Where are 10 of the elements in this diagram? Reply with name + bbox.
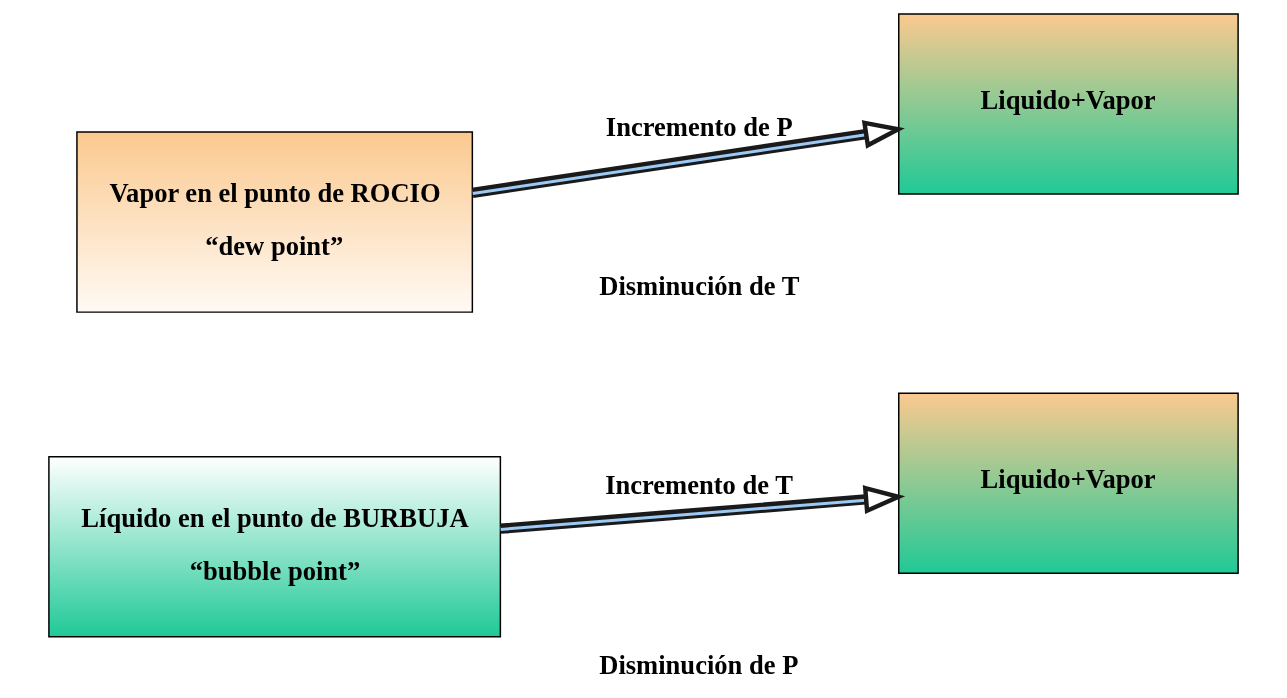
label: Disminución de T [599, 271, 800, 301]
arrow [471, 120, 905, 198]
node-box: Vapor en el punto de ROCIO “dew point” [76, 131, 474, 313]
node-box: Liquido+Vapor [898, 392, 1239, 574]
label: Disminución de P [599, 650, 799, 681]
edge-label: Incremento de P [605, 111, 793, 142]
arrow [500, 485, 906, 534]
node-box: Liquido+Vapor [898, 13, 1239, 195]
edge-label: Incremento de T [605, 470, 793, 501]
node-box: Líquido en el punto de BURBUJA “bubble point” [48, 455, 502, 638]
